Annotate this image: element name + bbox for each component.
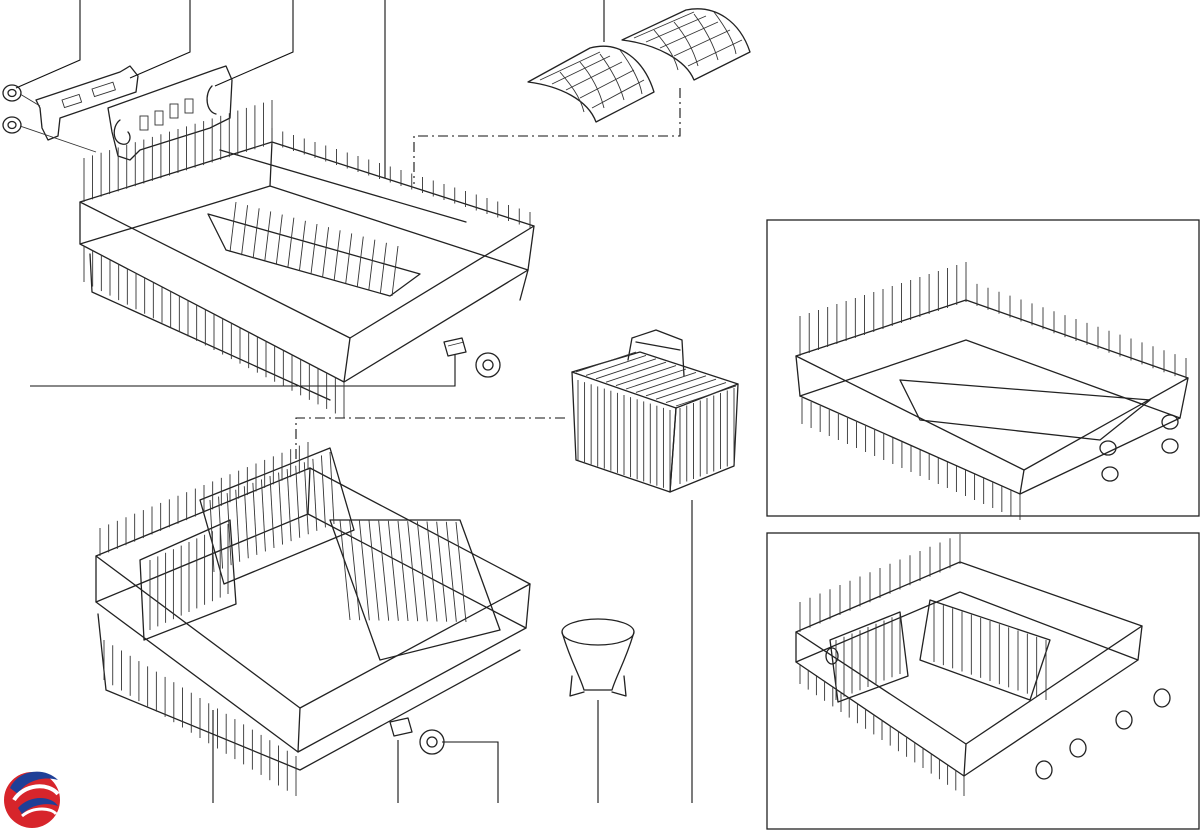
roller-wheel-icon — [1161, 414, 1179, 430]
roller-wheel-icon — [1069, 738, 1087, 758]
leader-line-wheel — [442, 741, 499, 803]
nut-parts — [2, 84, 22, 134]
roller-wheel-icon — [1099, 440, 1117, 456]
nut-icon — [2, 84, 22, 102]
axle-pin-icon — [389, 717, 413, 737]
axle-pin-icon — [443, 337, 467, 357]
roller-wheel-icon — [475, 352, 501, 378]
roller-wheel-icon — [1153, 688, 1171, 708]
lower-basket — [95, 442, 531, 796]
panel-upper-basket-assembled — [766, 219, 1200, 520]
roller-wheel-icon — [825, 647, 839, 665]
cup-shelves — [527, 8, 751, 123]
panel-lower-basket-assembled — [766, 532, 1200, 830]
bracket-plate-icon — [35, 65, 139, 141]
panel-frame — [766, 532, 1200, 830]
cutlery-basket — [571, 329, 739, 493]
upper-roller-parts — [443, 337, 501, 378]
leader-lines — [15, 0, 693, 803]
leader-line-roller — [30, 354, 456, 387]
dash-line-cutlery — [295, 417, 565, 460]
lower-roller-parts — [389, 717, 445, 755]
upper-basket — [79, 100, 535, 418]
cup-shelf-icon — [527, 45, 655, 123]
salt-funnel-icon — [561, 618, 635, 697]
dash-line-shelf — [413, 88, 681, 184]
cup-shelf-icon — [621, 8, 751, 81]
roller-wheel-icon — [1035, 760, 1053, 780]
roller-wheel-icon — [419, 729, 445, 755]
nut-icon — [2, 116, 22, 134]
mounting-brackets — [19, 65, 233, 161]
roller-wheel-icon — [1101, 466, 1119, 482]
roller-wheel-icon — [1161, 438, 1179, 454]
panel-frame — [766, 219, 1200, 517]
bracket-hook-icon — [107, 65, 233, 161]
leader-line-bracket-a — [129, 0, 191, 79]
leader-line-nut — [15, 0, 81, 89]
roller-wheel-icon — [1115, 710, 1133, 730]
brand-logo-icon — [4, 771, 60, 828]
leader-line-bracket-b — [214, 0, 294, 87]
